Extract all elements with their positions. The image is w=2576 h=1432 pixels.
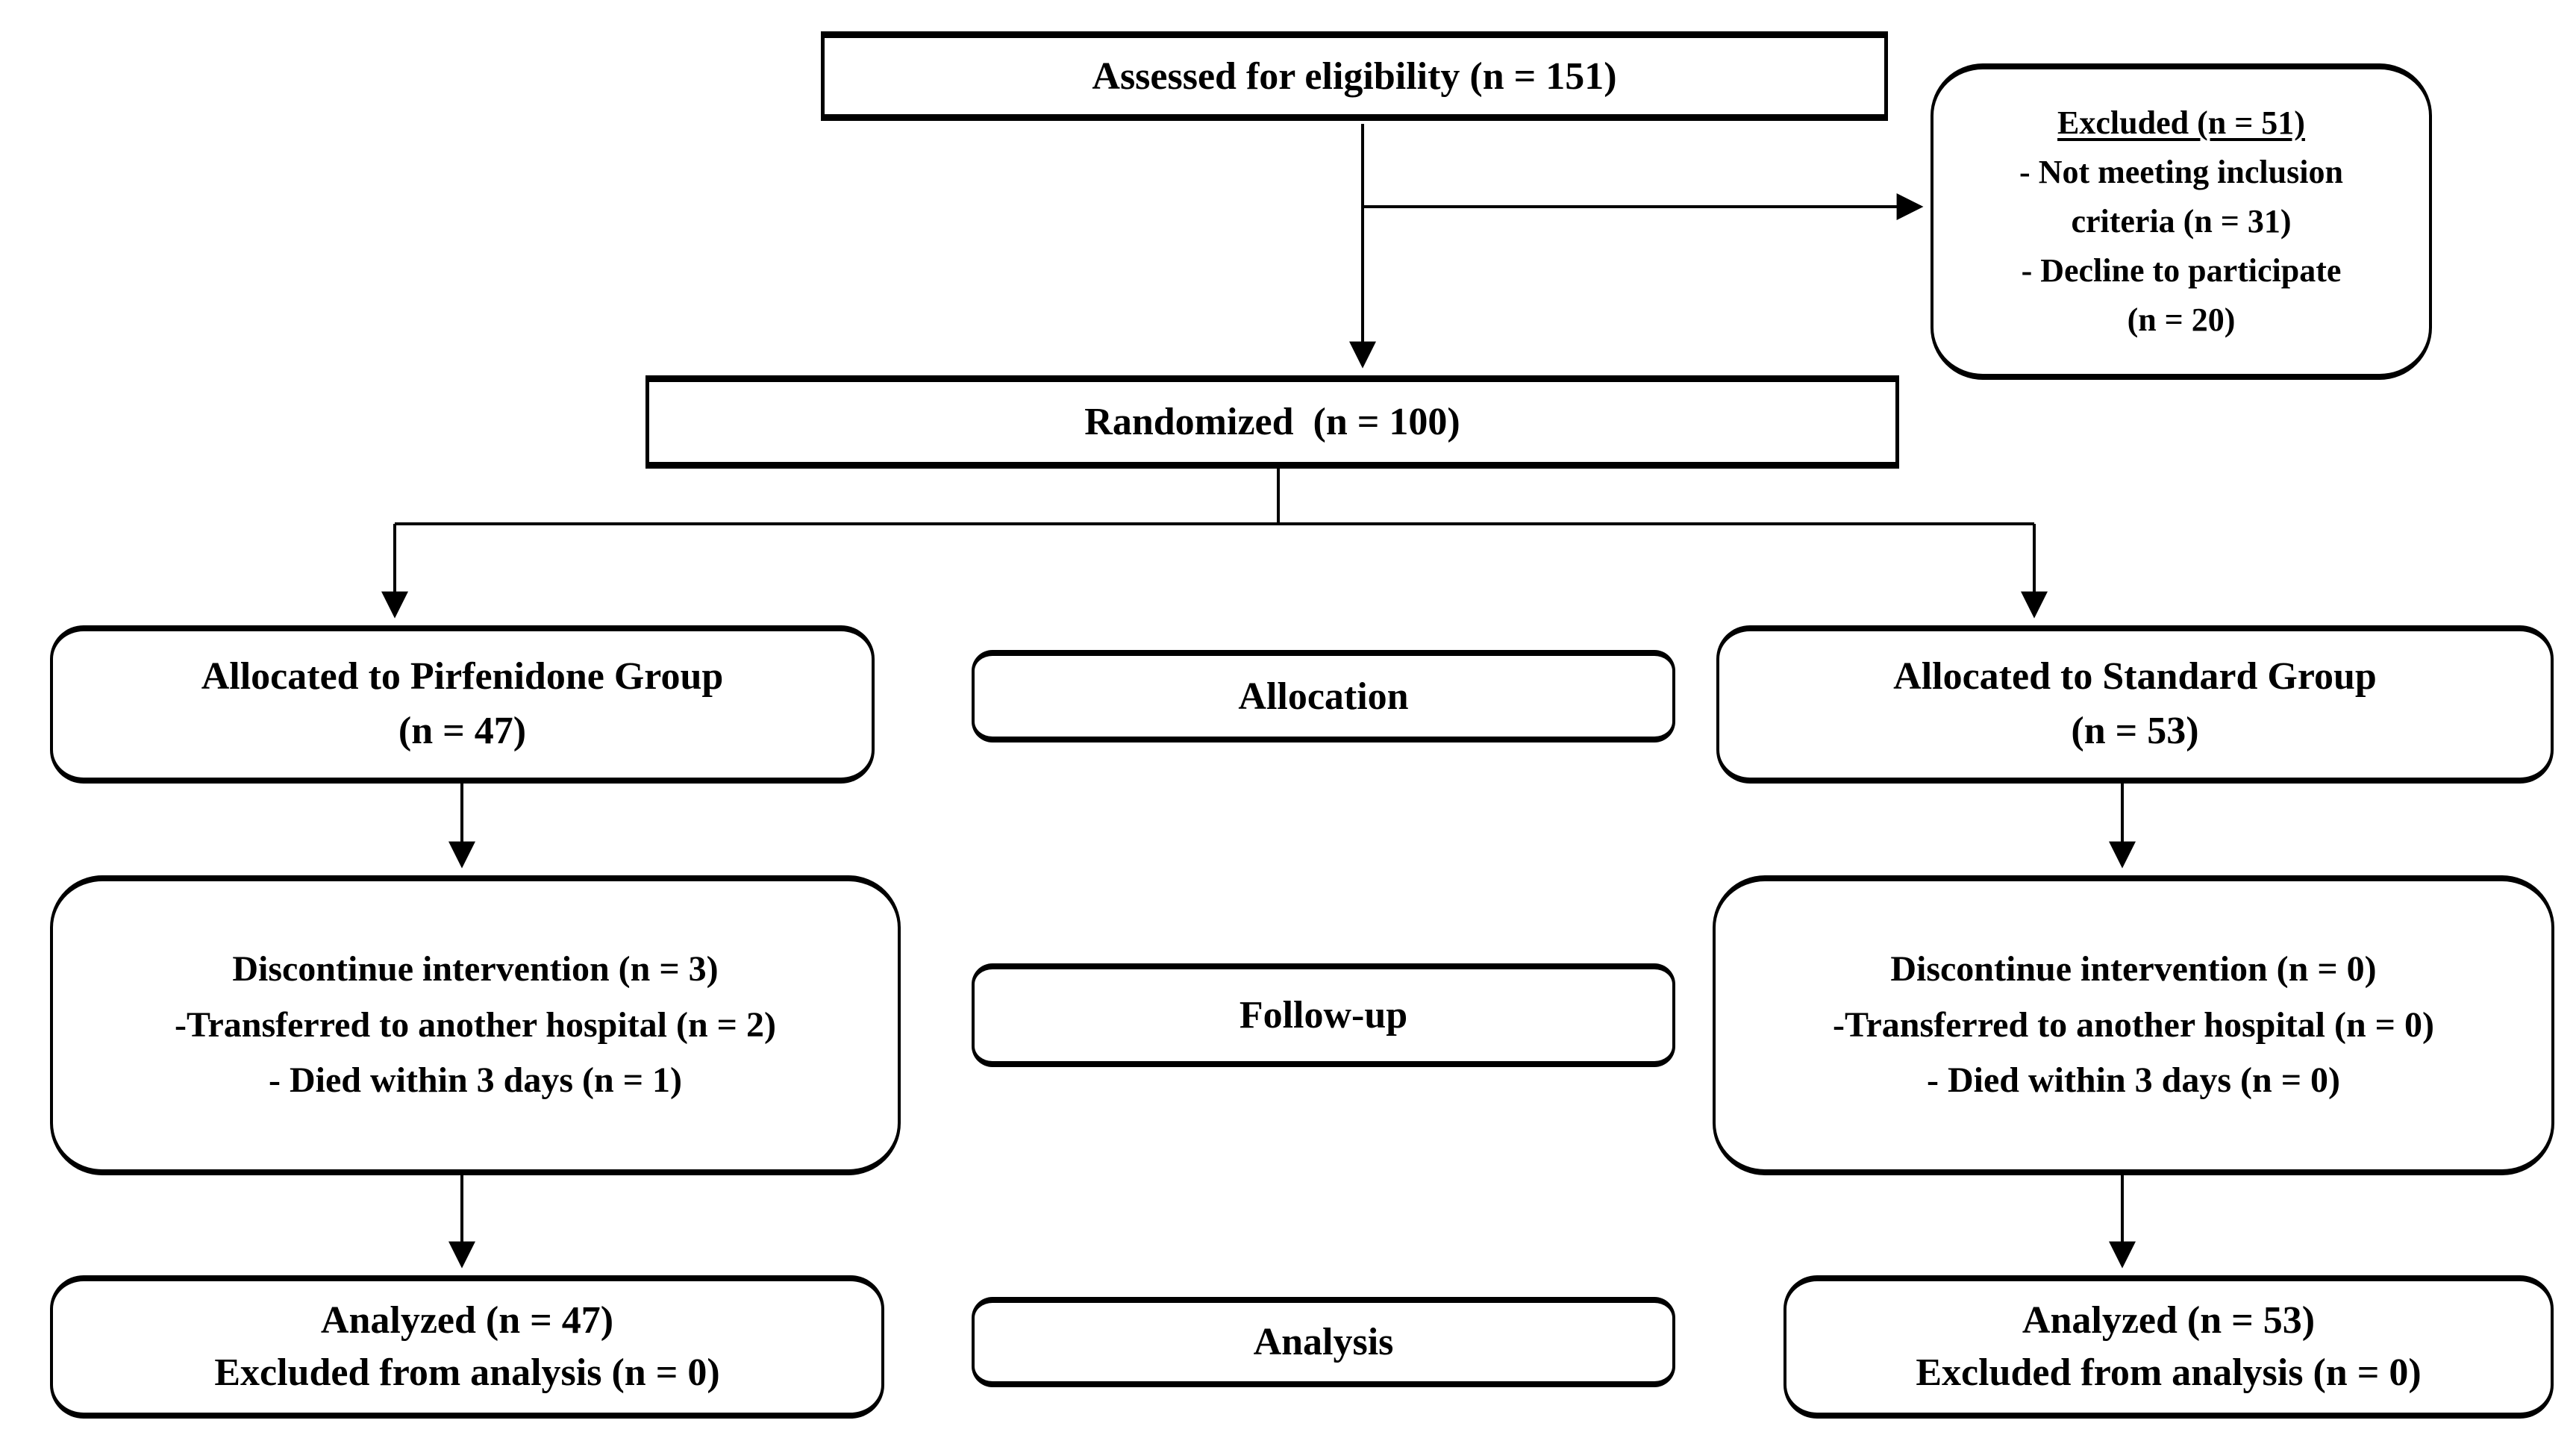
randomized-box: Randomized (n = 100) <box>645 375 1899 469</box>
allocated-standard-line1: Allocated to Standard Group <box>1893 655 2377 698</box>
followup-stage-label: Follow-up <box>1239 994 1408 1037</box>
allocated-pirfenidone-box: Allocated to Pirfenidone Group (n = 47) <box>50 625 875 784</box>
excluded-title: Excluded (n = 51) <box>2057 104 2305 141</box>
excluded-reason-2: - Decline to participate <box>2021 252 2342 289</box>
followup-pirfenidone-line3: - Died within 3 days (n = 1) <box>268 1060 683 1101</box>
allocated-pirfenidone-line1: Allocated to Pirfenidone Group <box>201 655 724 698</box>
excluded-reason-1: - Not meeting inclusion <box>2019 154 2343 190</box>
followup-standard-box: Discontinue intervention (n = 0) -Transf… <box>1713 875 2554 1175</box>
assessed-for-eligibility-box: Assessed for eligibility (n = 151) <box>821 31 1888 121</box>
followup-pirfenidone-box: Discontinue intervention (n = 3) -Transf… <box>50 875 901 1175</box>
followup-pirfenidone-line1: Discontinue intervention (n = 3) <box>232 949 719 989</box>
allocated-standard-count: (n = 53) <box>2071 710 2199 752</box>
analyzed-pirfenidone-box: Analyzed (n = 47) Excluded from analysis… <box>50 1275 884 1419</box>
followup-standard-line2: -Transferred to another hospital (n = 0) <box>1833 1004 2434 1045</box>
allocation-stage-label: Allocation <box>1238 675 1409 718</box>
excluded-box: Excluded (n = 51) - Not meeting inclusio… <box>1931 63 2432 380</box>
allocated-pirfenidone-count: (n = 47) <box>398 710 527 752</box>
excluded-reason-1b: criteria (n = 31) <box>2071 203 2292 240</box>
assessed-text: Assessed for eligibility (n = 151) <box>1092 54 1617 98</box>
followup-standard-line3: - Died within 3 days (n = 0) <box>1926 1060 2341 1101</box>
followup-standard-line1: Discontinue intervention (n = 0) <box>1890 949 2377 989</box>
analyzed-standard-box: Analyzed (n = 53) Excluded from analysis… <box>1783 1275 2554 1419</box>
analyzed-standard-line1: Analyzed (n = 53) <box>2022 1298 2316 1342</box>
allocated-standard-box: Allocated to Standard Group (n = 53) <box>1716 625 2554 784</box>
analysis-stage-box: Analysis <box>972 1297 1675 1387</box>
allocation-stage-box: Allocation <box>972 650 1675 742</box>
analysis-stage-label: Analysis <box>1253 1321 1394 1363</box>
analyzed-pirfenidone-line1: Analyzed (n = 47) <box>320 1298 614 1342</box>
followup-pirfenidone-line2: -Transferred to another hospital (n = 2) <box>175 1004 776 1045</box>
analyzed-pirfenidone-line2: Excluded from analysis (n = 0) <box>214 1351 720 1394</box>
followup-stage-box: Follow-up <box>972 963 1675 1067</box>
randomized-text: Randomized (n = 100) <box>1084 401 1460 443</box>
analyzed-standard-line2: Excluded from analysis (n = 0) <box>1916 1351 2422 1394</box>
excluded-reason-2b: (n = 20) <box>2127 301 2236 338</box>
